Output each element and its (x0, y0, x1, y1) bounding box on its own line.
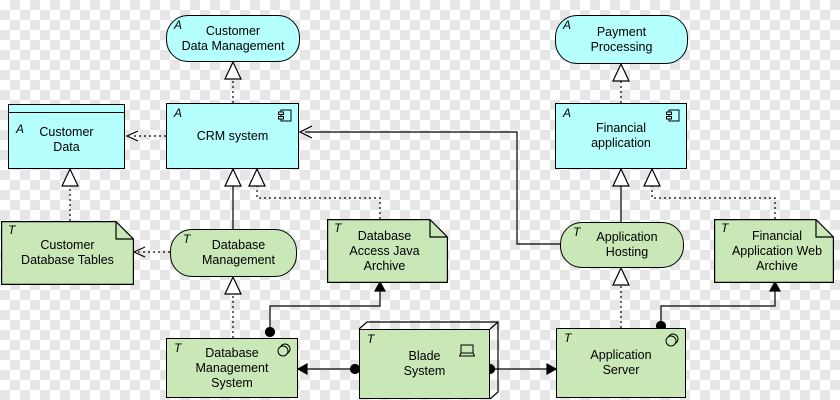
payment-processing-service[interactable]: A Payment Processing (555, 15, 688, 64)
dbms-to-java-archive-assignment (269, 290, 381, 332)
java-archive-to-crm-realization (256, 186, 381, 219)
database-access-java-archive-artifact[interactable]: T Database Access Java Archive (327, 219, 448, 283)
assignment-arrowhead (768, 280, 782, 292)
layer-tag: A (563, 106, 572, 120)
app-server-to-web-archive-assignment (660, 290, 776, 326)
layer-tag: T (564, 331, 572, 345)
database-management-service[interactable]: T Database Management (170, 229, 297, 277)
blade-system-device[interactable]: T Blade System (359, 329, 490, 399)
artifact-shape (1, 221, 134, 285)
customer-database-tables-artifact[interactable]: T Customer Database Tables (1, 221, 134, 285)
crm-system-component[interactable]: A CRM system (166, 103, 299, 169)
device-icon (459, 344, 475, 357)
layer-tag: T (334, 221, 342, 235)
assignment-arrowhead (296, 362, 308, 376)
access-arrowhead (132, 246, 146, 258)
access-arrowhead (125, 130, 139, 142)
node-label: Payment Processing (590, 24, 653, 54)
node-label: Database Management (202, 238, 275, 267)
layer-tag: T (174, 341, 182, 355)
realization-arrowhead (224, 60, 242, 80)
layer-tag: T (367, 332, 375, 346)
database-management-system-node[interactable]: T Database Management System (166, 338, 298, 398)
customer-data-management-service[interactable]: A Customer Data Management (166, 15, 300, 62)
customer-data-object[interactable]: A Customer Data (8, 104, 125, 169)
node-label: Application Server (590, 348, 652, 377)
web-archive-to-financial-app-realization (651, 186, 776, 219)
realization-arrowhead (224, 275, 242, 295)
assignment-arrowhead (373, 280, 387, 292)
app-hosting-to-crm-serving (305, 131, 560, 245)
realization-arrowhead (643, 167, 661, 187)
component-icon (666, 109, 680, 122)
system-software-icon (277, 343, 291, 357)
layer-tag: A (174, 106, 183, 120)
application-hosting-service[interactable]: T Application Hosting (560, 222, 684, 268)
node-label: CRM system (196, 128, 269, 143)
node-label: Database Management System (195, 345, 269, 390)
layer-tag: A (563, 18, 572, 32)
assignment-arrowhead (546, 362, 558, 376)
node-label: Financial application (591, 121, 651, 150)
layer-tag: A (174, 18, 183, 32)
serving-arrowhead (298, 125, 313, 139)
node-label: Customer Database Tables (21, 238, 114, 267)
node-label: Financial Application Web Archive (731, 228, 823, 273)
layer-tag: A (16, 122, 25, 136)
component-icon (278, 109, 292, 122)
node-label: Blade System (403, 349, 446, 378)
layer-tag: T (573, 225, 581, 239)
node-label: Customer Data (39, 124, 94, 154)
layer-tag: T (8, 223, 16, 237)
node-label: Database Access Java Archive (349, 228, 420, 273)
data-object-header-line (9, 112, 124, 113)
system-software-icon (665, 333, 679, 347)
realization-arrowhead (248, 167, 266, 187)
realization-arrowhead (612, 62, 630, 82)
layer-tag: T (721, 221, 729, 235)
assignment-dot (264, 326, 276, 338)
serving-arrowhead (612, 167, 630, 187)
artifact-shape (714, 219, 834, 283)
realization-arrowhead (61, 167, 79, 187)
artifact-shape (327, 219, 448, 283)
application-server-node[interactable]: T Application Server (556, 328, 686, 398)
financial-application-component[interactable]: A Financial application (555, 103, 687, 169)
realization-arrowhead (612, 266, 630, 286)
layer-tag: T (183, 232, 191, 246)
serving-arrowhead (224, 167, 242, 187)
financial-application-web-archive-artifact[interactable]: T Financial Application Web Archive (714, 219, 834, 283)
node-label: Customer Data Management (181, 23, 285, 53)
node-label: Application Hosting (596, 230, 658, 259)
